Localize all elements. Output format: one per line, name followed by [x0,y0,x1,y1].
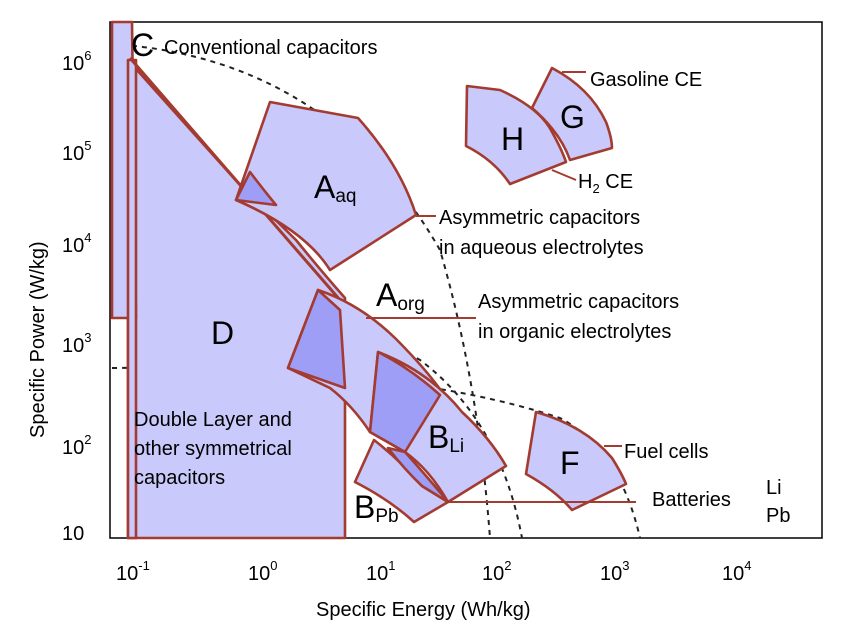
y-tick-2: 102 [62,432,91,459]
x-tick-3: 103 [600,558,629,585]
x-tick-0: 100 [248,558,277,585]
region-f [524,410,628,512]
y-axis-title: Specific Power (W/kg) [27,241,49,438]
annotation-conventional: Conventional capacitors [164,37,377,59]
label-a-aq: Aaq [314,169,356,207]
c-diagonal-edge [128,57,342,301]
annotation-double-layer-1: Double Layer and [134,409,292,431]
x-tick-1: 101 [366,558,395,585]
y-tick-6: 106 [62,48,91,75]
region-b-pb-overlap [386,446,450,504]
annotation-asym-aq-2: in aqueous electrolytes [439,237,644,259]
label-g: G [560,99,585,135]
region-h [464,84,568,186]
annotation-gasoline: Gasoline CE [590,69,702,91]
annotation-batteries-li: Li [766,477,782,499]
label-f: F [560,445,580,481]
label-h: H [501,121,524,157]
annotation-double-layer-2: other symmetrical [134,438,292,460]
y-tick-5: 105 [62,138,91,165]
annotation-batteries: Batteries [652,489,731,511]
label-c: C [131,27,154,63]
annotation-double-layer-3: capacitors [134,467,225,489]
label-d: D [211,315,234,351]
y-tick-4: 104 [62,230,91,257]
region-a-aq-overlap [234,170,278,207]
x-tick-minus1: 10-1 [116,558,150,585]
annotation-h2: H2 CE [578,171,633,196]
annotation-batteries-pb: Pb [766,505,790,527]
annotation-fuel-cells: Fuel cells [624,441,708,463]
annotation-asym-org-2: in organic electrolytes [478,321,671,343]
region-g [530,66,614,162]
x-tick-4: 104 [722,558,751,585]
y-tick-1: 10 [62,523,84,545]
x-axis-title: Specific Energy (Wh/kg) [316,599,531,621]
annotation-asym-org-1: Asymmetric capacitors [478,291,679,313]
region-b-li-overlap [368,350,442,454]
y-tick-3: 103 [62,330,91,357]
leader-h2 [551,169,577,181]
annotation-asym-aq-1: Asymmetric capacitors [439,207,640,229]
region-a-org-overlap [286,288,347,390]
label-b-pb: BPb [354,489,399,527]
label-a-org: Aorg [376,277,425,315]
x-tick-2: 102 [482,558,511,585]
label-b-li: BLi [428,419,464,457]
region-a-aq [234,100,418,272]
